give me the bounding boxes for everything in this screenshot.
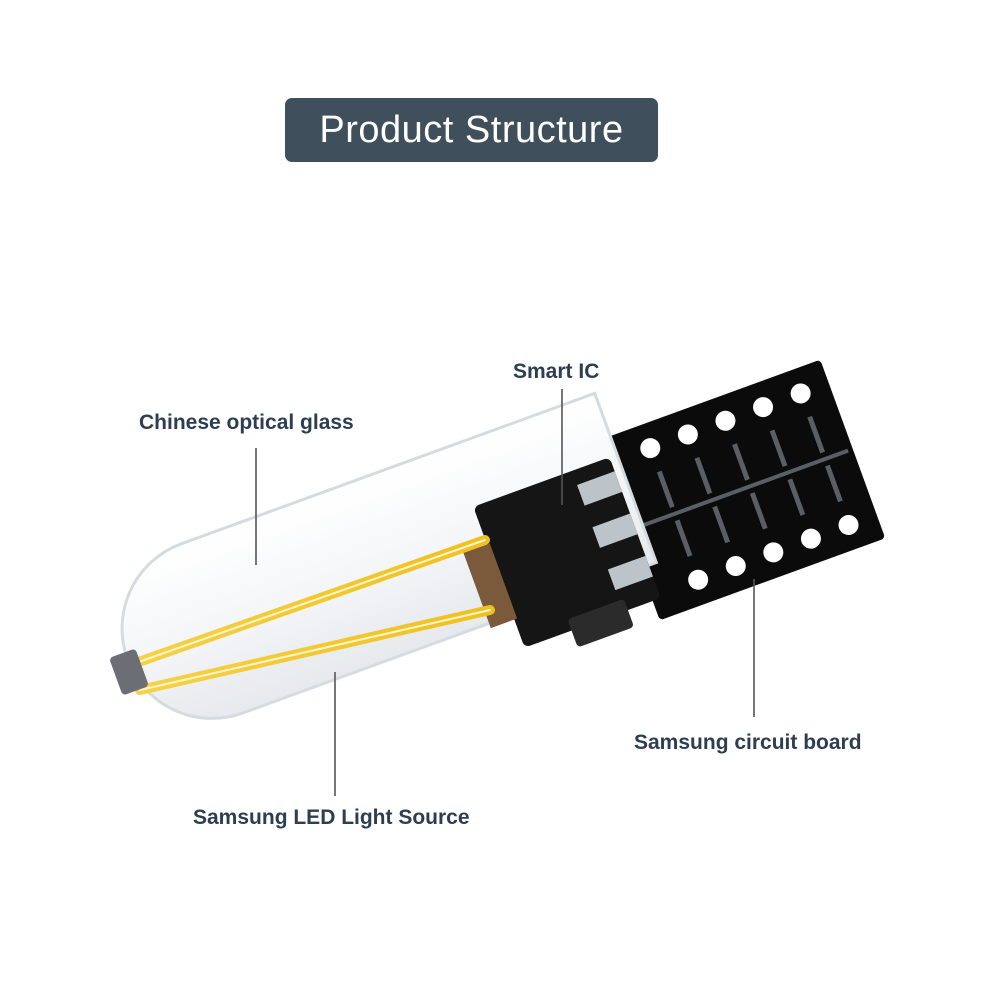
led-filaments — [110, 535, 495, 695]
circuit-board — [595, 360, 885, 620]
callout-circuit-board: Samsung circuit board — [634, 731, 862, 754]
callout-smart-ic: Smart IC — [513, 360, 600, 383]
callout-led-source: Samsung LED Light Source — [193, 806, 470, 829]
leader-lines — [255, 389, 755, 796]
title-badge: Product Structure — [285, 98, 658, 162]
page-title: Product Structure — [319, 108, 624, 151]
callout-glass: Chinese optical glass — [139, 411, 354, 434]
smart-ic — [463, 458, 660, 647]
